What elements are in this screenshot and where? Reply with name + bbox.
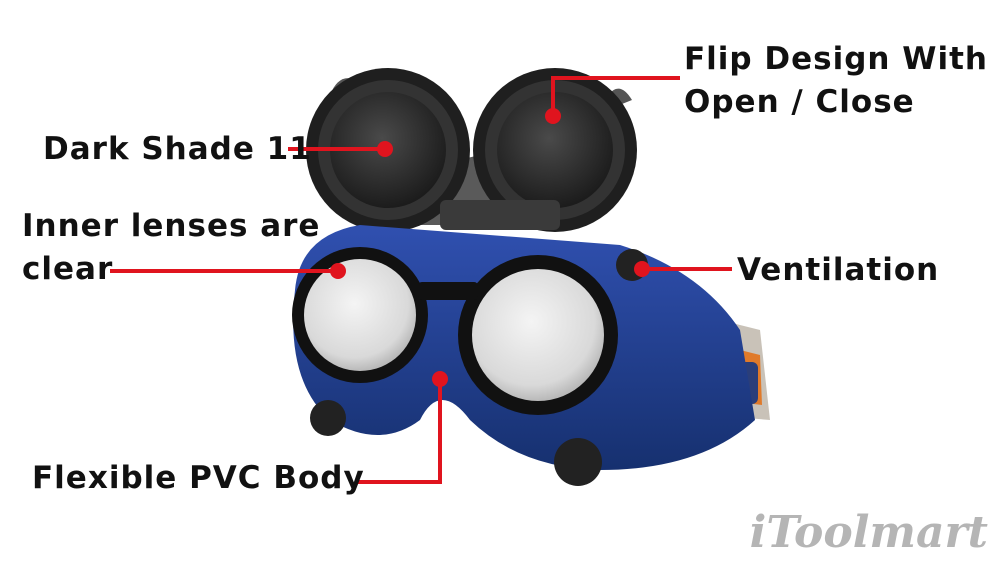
callout-inner-lenses-label-line2: clear	[22, 251, 114, 287]
callout-dark-shade-label: Dark Shade 11	[43, 131, 312, 167]
callout-flip-design-label-line2: Open / Close	[684, 84, 915, 120]
clear-inner-lenses	[292, 247, 618, 415]
clear-lens-right	[472, 269, 604, 401]
callout-leader-lines	[110, 76, 732, 484]
vent-right-bottom	[554, 438, 602, 486]
leader-flip-design	[551, 76, 680, 116]
leader-pvc-body	[355, 381, 442, 484]
callout-pvc-body-label: Flexible PVC Body	[32, 460, 365, 496]
brand-watermark: iToolmart	[749, 507, 988, 558]
vent-left	[310, 400, 346, 436]
clear-lens-left	[304, 259, 416, 371]
callout-ventilation-label: Ventilation	[737, 252, 940, 288]
callout-flip-design-label-line1: Flip Design With	[684, 41, 989, 77]
callout-dots	[330, 108, 650, 387]
callout-inner-lenses-label-line1: Inner lenses are	[22, 208, 321, 244]
